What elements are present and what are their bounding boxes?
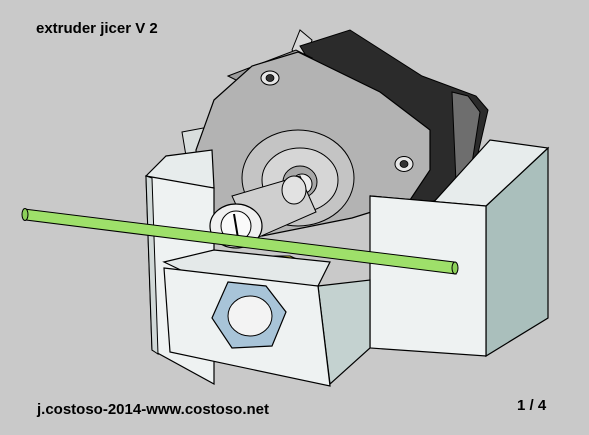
left-bracket-edge	[145, 175, 159, 355]
right-bracket-front	[369, 195, 487, 357]
bolt-head	[227, 295, 273, 337]
author-credit: j.costoso-2014-www.costoso.net	[37, 401, 269, 418]
motor-body-stripe	[451, 91, 481, 183]
page-indicator: 1 / 4	[517, 397, 547, 414]
drawing-title: extruder jicer V 2	[36, 20, 158, 37]
